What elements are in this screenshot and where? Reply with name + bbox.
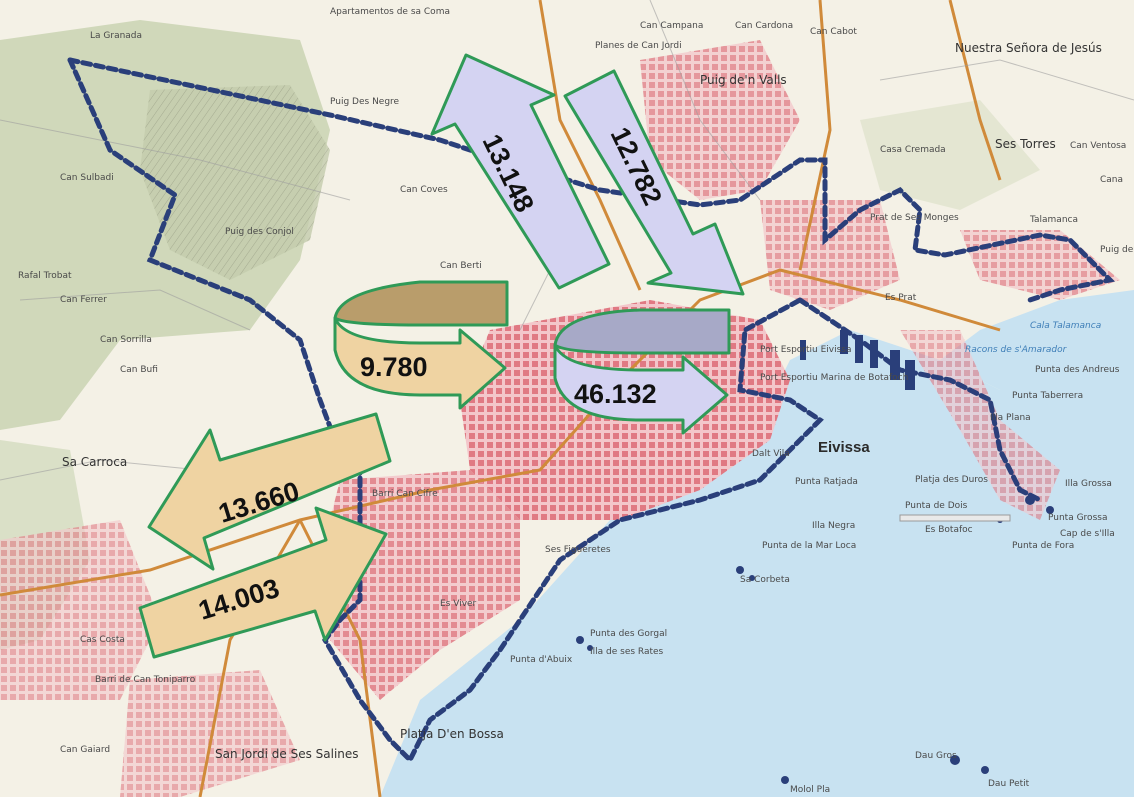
label-can-ventosa: Can Ventosa bbox=[1070, 141, 1126, 151]
port-docks bbox=[800, 330, 915, 390]
label-barri-can-toniparro: Barri de Can Toniparro bbox=[95, 675, 196, 685]
flow-label-internal-west: 9.780 bbox=[360, 352, 428, 382]
label-platja-den-bossa: Platja D'en Bossa bbox=[400, 727, 504, 741]
label-talamanca: Talamanca bbox=[1029, 215, 1078, 225]
label-ses-figueretes: Ses Figueretes bbox=[545, 545, 611, 555]
urban-puig-den-valls bbox=[640, 40, 800, 200]
label-illa-grossa: Illa Grossa bbox=[1065, 479, 1112, 489]
label-punta-grossa: Punta Grossa bbox=[1048, 513, 1107, 523]
label-planes-can-jordi: Planes de Can Jordi bbox=[595, 41, 682, 51]
label-can-sorrilla: Can Sorrilla bbox=[100, 335, 152, 345]
label-can-ferrer: Can Ferrer bbox=[60, 295, 107, 305]
label-es-prat: Es Prat bbox=[885, 293, 917, 303]
label-barri-can-cifre: Barri Can Cifre bbox=[372, 489, 438, 499]
boundary-islets bbox=[576, 495, 1054, 784]
minor-roads bbox=[0, 0, 1134, 481]
hills-hatched bbox=[140, 85, 330, 280]
label-eivissa: Eivissa bbox=[818, 439, 870, 456]
label-can-cabot: Can Cabot bbox=[810, 27, 857, 37]
label-punta-fora: Punta de Fora bbox=[1012, 541, 1074, 551]
label-illa-negra: Illa Negra bbox=[812, 521, 855, 531]
label-punta-dois: Punta de Dois bbox=[905, 501, 968, 511]
label-can-sulbadi: Can Sulbadi bbox=[60, 173, 114, 183]
arrow-inbound-north[interactable] bbox=[563, 69, 745, 296]
label-casa-cremada: Casa Cremada bbox=[880, 145, 946, 155]
label-puig-des-conjol: Puig des Conjol bbox=[225, 227, 294, 237]
arrow-outbound-north[interactable] bbox=[430, 53, 611, 290]
label-port-esportiu: Port Esportiu Eivissa bbox=[760, 345, 852, 355]
sea bbox=[380, 300, 1134, 797]
label-punta-abuix: Punta d'Abuix bbox=[510, 655, 573, 665]
label-puig-des-negre: Puig Des Negre bbox=[330, 97, 400, 107]
label-rafal-trobat: Rafal Trobat bbox=[18, 271, 72, 281]
label-sant-jordi: San Jordi de Ses Salines bbox=[215, 747, 359, 761]
label-cap-illa: Cap de s'Illa bbox=[1060, 529, 1115, 539]
urban-north-port bbox=[760, 200, 900, 310]
label-prat-ses-monges: Prat de Ses Monges bbox=[870, 213, 959, 223]
label-can-coves: Can Coves bbox=[400, 185, 448, 195]
loop-arrow-internal-city[interactable] bbox=[553, 308, 731, 435]
label-es-viver: Es Viver bbox=[440, 599, 477, 609]
label-cala-talamanca: Cala Talamanca bbox=[1030, 321, 1101, 331]
label-dau-gros: Dau Gros bbox=[915, 751, 957, 761]
label-can-gaiard: Can Gaiard bbox=[60, 745, 110, 755]
bay-talamanca bbox=[940, 290, 1134, 390]
loop-arrow-internal-west[interactable] bbox=[333, 280, 509, 410]
arrow-outbound-west[interactable] bbox=[147, 412, 392, 571]
label-punta-taberrera: Punta Taberrera bbox=[1012, 391, 1083, 401]
label-port-marina: Port Esportiu Marina de Botafoch bbox=[760, 373, 908, 383]
label-dalt-vila: Dalt Vila bbox=[752, 449, 790, 459]
label-platja-duros: Platja des Duros bbox=[915, 475, 988, 485]
label-molol-pla: Molol Pla bbox=[790, 785, 830, 795]
urban-sant-jordi bbox=[120, 670, 300, 797]
label-punta-andreus: Punta des Andreus bbox=[1035, 365, 1120, 375]
label-can-cardona: Can Cardona bbox=[735, 21, 793, 31]
roads bbox=[0, 0, 1002, 797]
flow-label-internal-city: 46.132 bbox=[574, 379, 657, 409]
label-racons-amarador: Racons de s'Amarador bbox=[965, 345, 1068, 355]
label-la-granada: La Granada bbox=[90, 31, 142, 41]
breakwater bbox=[899, 514, 1011, 522]
label-ses-torres: Ses Torres bbox=[995, 137, 1056, 151]
label-sa-carroca: Sa Carroca bbox=[62, 455, 127, 469]
label-can-bufi: Can Bufi bbox=[120, 365, 158, 375]
label-sa-corbeta: Sa Corbeta bbox=[740, 575, 790, 585]
label-apartamentos: Apartamentos de sa Coma bbox=[330, 7, 450, 17]
label-cas-costa: Cas Costa bbox=[80, 635, 125, 645]
label-illa-rates: Illa de ses Rates bbox=[590, 647, 664, 657]
label-cana: Cana bbox=[1100, 175, 1123, 185]
label-puig-den-valls: Puig de'n Valls bbox=[700, 73, 787, 87]
label-nuestra-senora: Nuestra Señora de Jesús bbox=[955, 41, 1102, 55]
label-puig-de: Puig de bbox=[1100, 245, 1134, 255]
label-can-berti: Can Berti bbox=[440, 261, 482, 271]
label-illa-plana: Illa Plana bbox=[990, 413, 1031, 423]
label-punta-mar-loca: Punta de la Mar Loca bbox=[762, 541, 856, 551]
label-es-botafoc: Es Botafoc bbox=[925, 525, 973, 535]
arrow-inbound-west[interactable] bbox=[138, 506, 388, 659]
fields-northeast bbox=[860, 100, 1040, 210]
urban-sant-jordi-west bbox=[0, 520, 160, 700]
label-punta-ratjada: Punta Ratjada bbox=[795, 477, 858, 487]
label-dau-petit: Dau Petit bbox=[988, 779, 1030, 789]
label-punta-gorgal: Punta des Gorgal bbox=[590, 629, 667, 639]
label-can-campana: Can Campana bbox=[640, 21, 703, 31]
place-labels: La Granada Apartamentos de sa Coma Can C… bbox=[18, 7, 1134, 795]
